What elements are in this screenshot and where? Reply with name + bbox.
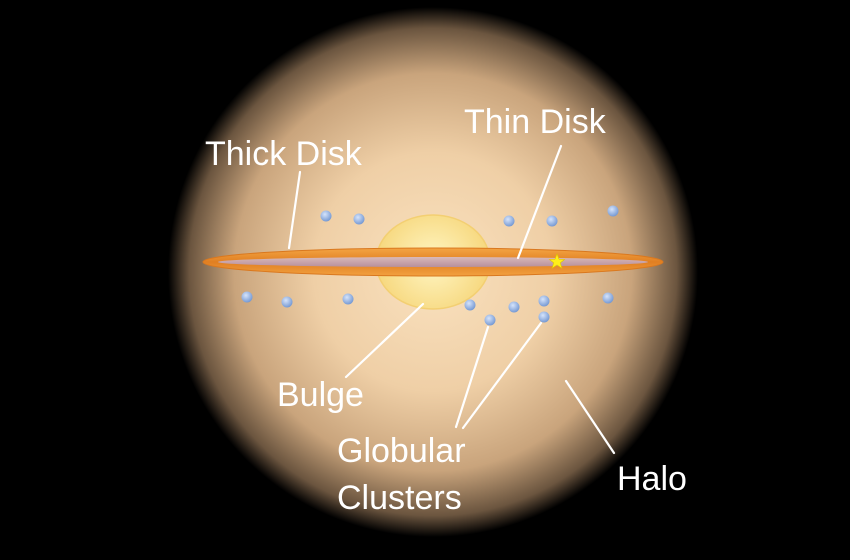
bulge-pointer [344,302,425,379]
globular-cluster [546,215,558,227]
globular-label-line2: Clusters [337,479,462,517]
halo-pointer [564,379,616,455]
globular-pointer-1 [454,325,490,429]
star-icon [548,253,566,269]
globular-cluster [484,314,496,326]
globular-cluster [281,296,293,308]
thick-disk-label: Thick Disk [205,135,363,173]
globular-cluster [503,215,515,227]
globular-cluster [538,311,550,323]
globular-label-line1: Globular [337,432,466,470]
thin-disk-pointer [516,144,563,260]
globular-cluster [607,205,619,217]
bulge-label: Bulge [277,376,364,414]
globular-pointer-2 [461,321,543,430]
globular-cluster [538,295,550,307]
globular-cluster [353,213,365,225]
globular-cluster [320,210,332,222]
globular-cluster [464,299,476,311]
globular-clusters [241,205,619,326]
thick-disk-pointer [287,170,302,250]
globular-cluster [508,301,520,313]
thin-disk [218,257,648,267]
globular-cluster [602,292,614,304]
globular-cluster [241,291,253,303]
halo-label: Halo [617,460,687,498]
globular-cluster [342,293,354,305]
thin-disk-label: Thin Disk [464,103,607,141]
